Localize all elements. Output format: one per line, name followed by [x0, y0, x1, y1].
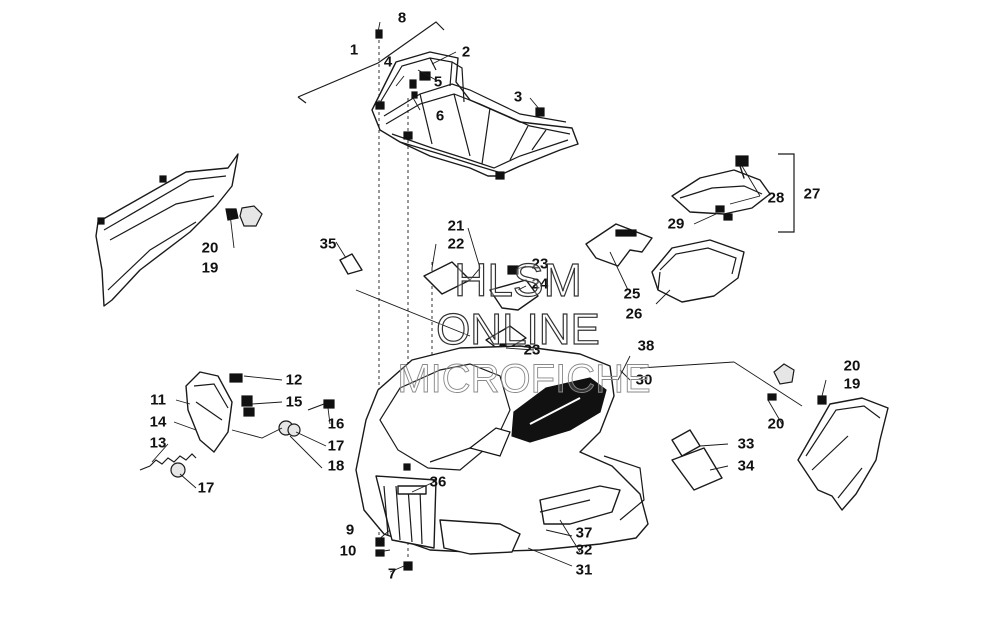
front-rack: [297, 21, 579, 180]
callout-3: 3: [514, 89, 522, 106]
left-light-assembly: [139, 371, 335, 478]
callout-18: 18: [328, 458, 345, 475]
callout-30: 30: [636, 372, 653, 389]
callout-4: 4: [384, 54, 393, 71]
callout-1: 1: [350, 42, 358, 59]
callout-10: 10: [340, 543, 357, 560]
callout-25: 25: [624, 286, 641, 303]
callout-37: 37: [576, 525, 593, 542]
callout-9: 9: [346, 522, 354, 539]
callout-24: 24: [532, 276, 549, 293]
callout-15: 15: [286, 394, 303, 411]
callout-19-left: 19: [202, 260, 219, 277]
callout-32: 32: [576, 542, 593, 559]
watermark-line-2: ONLINE: [436, 305, 600, 354]
callout-35: 35: [320, 236, 337, 253]
callout-23-lower: 23: [524, 342, 541, 359]
front-body-panel: [355, 345, 649, 571]
callout-21: 21: [448, 218, 465, 235]
callout-6: 6: [436, 108, 444, 125]
callout-19-right: 19: [844, 376, 861, 393]
callout-33: 33: [738, 436, 755, 453]
callout-28: 28: [768, 190, 785, 207]
callout-2: 2: [462, 44, 470, 61]
callout-29: 29: [668, 216, 685, 233]
callout-20-right-lower: 20: [768, 416, 785, 433]
callout-17-lower: 17: [198, 480, 215, 497]
callout-11: 11: [150, 392, 166, 409]
watermark-line-1: HLSM: [454, 254, 582, 306]
callout-17: 17: [328, 438, 345, 455]
callout-27: 27: [804, 186, 821, 203]
callout-22: 22: [448, 236, 465, 253]
watermark: HLSM ONLINE MICROFICHE: [397, 253, 651, 401]
callout-12: 12: [286, 372, 303, 389]
storage-tray-parts: [585, 153, 795, 303]
callout-31: 31: [576, 562, 593, 579]
callout-5: 5: [434, 74, 442, 91]
callout-38: 38: [638, 338, 655, 355]
callout-34: 34: [738, 458, 755, 475]
callout-16: 16: [328, 416, 345, 433]
callout-7: 7: [388, 566, 396, 583]
callout-numbers: 1 2 3 4 5 6 7 8 9 10 11 12 13 14 15 16 1…: [150, 10, 861, 583]
left-side-panel: [95, 153, 263, 307]
callout-36: 36: [430, 474, 447, 491]
center-inner-parts: [339, 253, 539, 353]
callout-13: 13: [150, 435, 167, 452]
callout-leaders: [151, 21, 827, 573]
callout-26: 26: [626, 306, 643, 323]
callout-14: 14: [150, 414, 167, 431]
callout-20-right-upper: 20: [844, 358, 861, 375]
callout-23-upper: 23: [532, 256, 549, 273]
watermark-line-3: MICROFICHE: [397, 357, 650, 401]
callout-8: 8: [398, 10, 406, 27]
callout-20-left: 20: [202, 240, 219, 257]
